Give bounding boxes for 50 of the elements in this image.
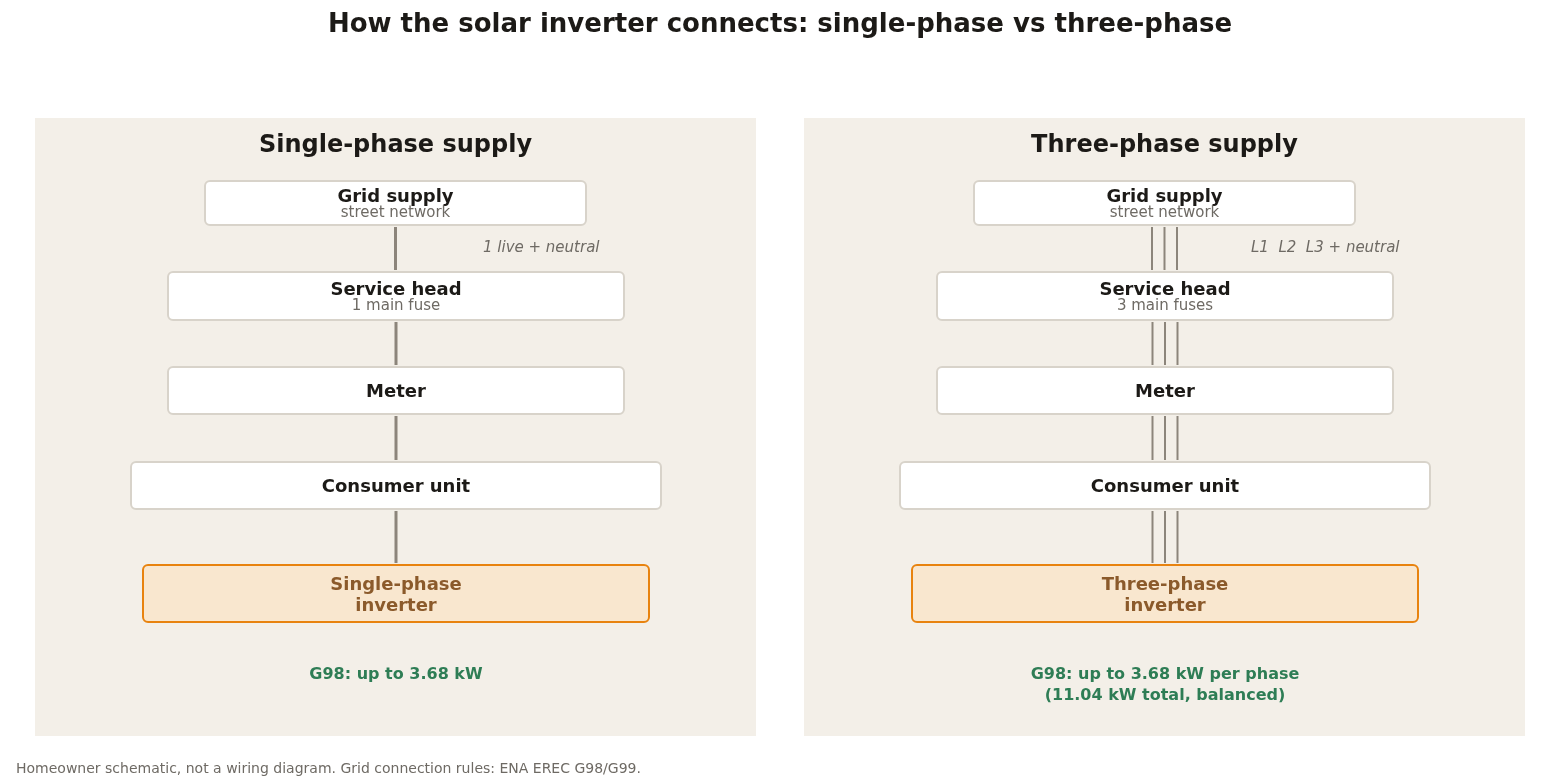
component-box: [899, 461, 1431, 510]
wire-line: [1164, 415, 1166, 461]
wire-line: [1176, 510, 1179, 564]
wire-line: [1164, 510, 1166, 564]
wire-line: [1151, 415, 1154, 461]
component-box: [167, 271, 625, 321]
component-name: Service head: [1099, 279, 1231, 298]
component-box: [167, 366, 625, 415]
component-box: [130, 461, 662, 510]
inverter-box: [142, 564, 650, 623]
wire-line: [394, 322, 398, 365]
component-box: [204, 180, 587, 226]
panel-title: Single-phase supply: [257, 129, 534, 160]
wire-line: [1151, 226, 1153, 271]
component-name: Grid supply: [1106, 186, 1223, 205]
panel-background: [35, 118, 756, 736]
component-name: Consumer unit: [1090, 476, 1240, 495]
wire-line: [1151, 510, 1154, 564]
capacity-note: G98: up to 3.68 kW: [308, 663, 484, 684]
component-box: [973, 180, 1356, 226]
component-name: Single-phase inverter: [329, 572, 463, 615]
component-name: Consumer unit: [321, 476, 471, 495]
wire-line: [394, 416, 398, 460]
component-box: [936, 366, 1394, 415]
component-name: Service head: [330, 279, 462, 298]
wire-line: [1176, 321, 1179, 366]
component-detail: street network: [340, 204, 451, 220]
panel-background: [804, 118, 1525, 736]
wire-note: 1 live + neutral: [483, 238, 600, 256]
component-detail: 3 main fuses: [1116, 297, 1214, 313]
component-box: [936, 271, 1394, 321]
component-detail: 1 main fuse: [351, 297, 441, 313]
component-name: Meter: [366, 381, 426, 400]
wire-line: [394, 227, 397, 270]
inverter-box: [911, 564, 1419, 623]
wire-line: [1163, 226, 1166, 271]
capacity-note: G98: up to 3.68 kW per phase (11.04 kW total, balanced): [1029, 663, 1301, 705]
wire-line: [394, 511, 398, 563]
component-name: Grid supply: [337, 186, 454, 205]
component-name: Three-phase inverter: [1100, 572, 1230, 615]
component-name: Meter: [1135, 381, 1195, 400]
component-detail: street network: [1109, 204, 1220, 220]
panel-title: Three-phase supply: [1030, 129, 1299, 160]
diagram-title: How the solar inverter connects: single-phase vs three-phase: [326, 7, 1234, 40]
wire-line: [1164, 321, 1166, 366]
wire-note: L1 L2 L3 + neutral: [1251, 238, 1400, 256]
caption: Homeowner schematic, not a wiring diagram. Grid connection rules: ENA EREC G98/G99.: [16, 759, 641, 778]
wire-line: [1151, 321, 1154, 366]
wire-line: [1176, 415, 1179, 461]
wire-line: [1176, 226, 1178, 271]
